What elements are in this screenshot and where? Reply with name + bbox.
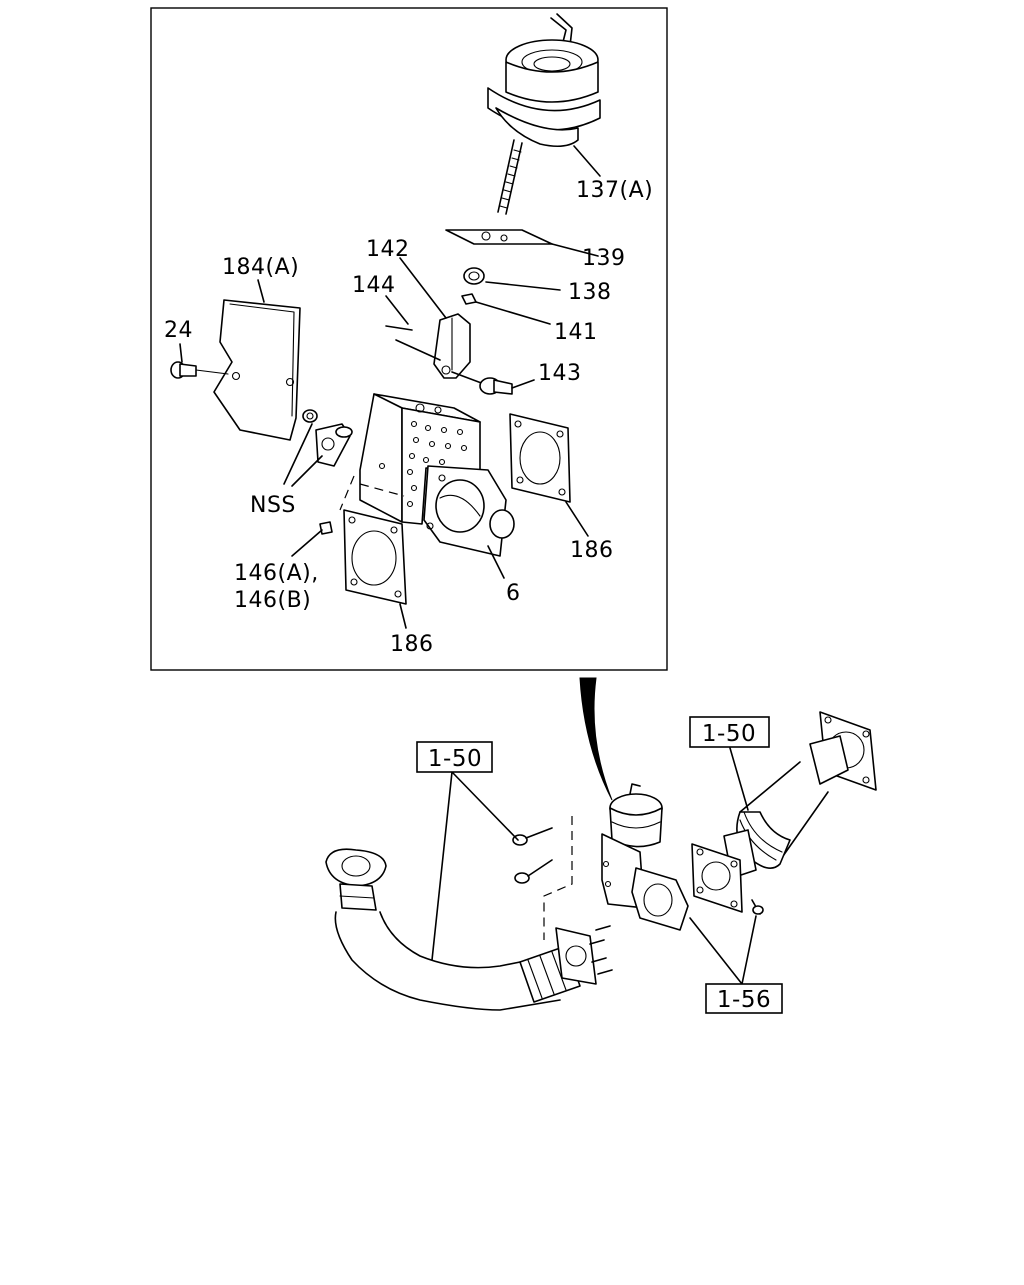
callout-142: 142: [366, 237, 410, 262]
ref-bottom-leader-1: [689, 917, 743, 985]
reference-right-label: 1-50: [702, 721, 756, 747]
throttle-housing-6-part: [423, 465, 515, 579]
heat-shield-184a-part: [213, 279, 301, 441]
ref-right-leader: [729, 747, 749, 811]
detail-frame: [150, 7, 668, 671]
callout-137a: 137(A): [576, 178, 653, 203]
callout-6: 6: [506, 581, 521, 606]
valve-body-part: [339, 393, 481, 525]
ref-bottom-leader-2: [741, 915, 757, 985]
callout-146a: 146(A),: [234, 561, 319, 586]
lever-142-part: [399, 257, 471, 379]
callout-24: 24: [164, 318, 193, 343]
mounting-bolts-part: [512, 816, 573, 940]
callout-184a: 184(A): [222, 255, 299, 280]
reference-left-label: 1-50: [428, 746, 482, 772]
ref-left-leader-2: [451, 771, 519, 841]
callout-146b: 146(B): [234, 588, 311, 613]
clip-146-part: [291, 521, 333, 557]
vacuum-actuator-part: [487, 13, 601, 215]
ref-left-leader-1: [431, 771, 453, 961]
gasket-186-bottom-part: [343, 509, 407, 629]
gasket-139-part: [445, 229, 599, 257]
front-exhaust-pipe-part: [325, 848, 613, 1011]
reference-box-left[interactable]: 1-50: [416, 741, 493, 773]
callout-141: 141: [554, 320, 598, 345]
bolt-24-part: [170, 343, 229, 379]
nss-parts: [283, 409, 353, 487]
callout-nss: NSS: [250, 493, 296, 518]
reference-bottom-label: 1-56: [717, 987, 771, 1013]
reference-box-right[interactable]: 1-50: [689, 716, 770, 748]
callout-138: 138: [568, 280, 612, 305]
callout-186-right: 186: [570, 538, 614, 563]
nut-141-part: [461, 293, 551, 325]
detail-pointer-arrow: [579, 677, 613, 801]
callout-144: 144: [352, 273, 396, 298]
callout-143: 143: [538, 361, 582, 386]
bolt-143-part: [451, 371, 535, 395]
grommet-138-part: [463, 267, 561, 291]
rear-exhaust-pipe-part: [691, 711, 877, 915]
reference-box-bottom[interactable]: 1-56: [705, 983, 783, 1014]
callout-139: 139: [582, 246, 626, 271]
pin-144-part: [385, 295, 441, 361]
gasket-186-right-part: [509, 413, 589, 537]
egr-valve-assembly-part: [601, 783, 689, 931]
callout-186-bottom: 186: [390, 632, 434, 657]
